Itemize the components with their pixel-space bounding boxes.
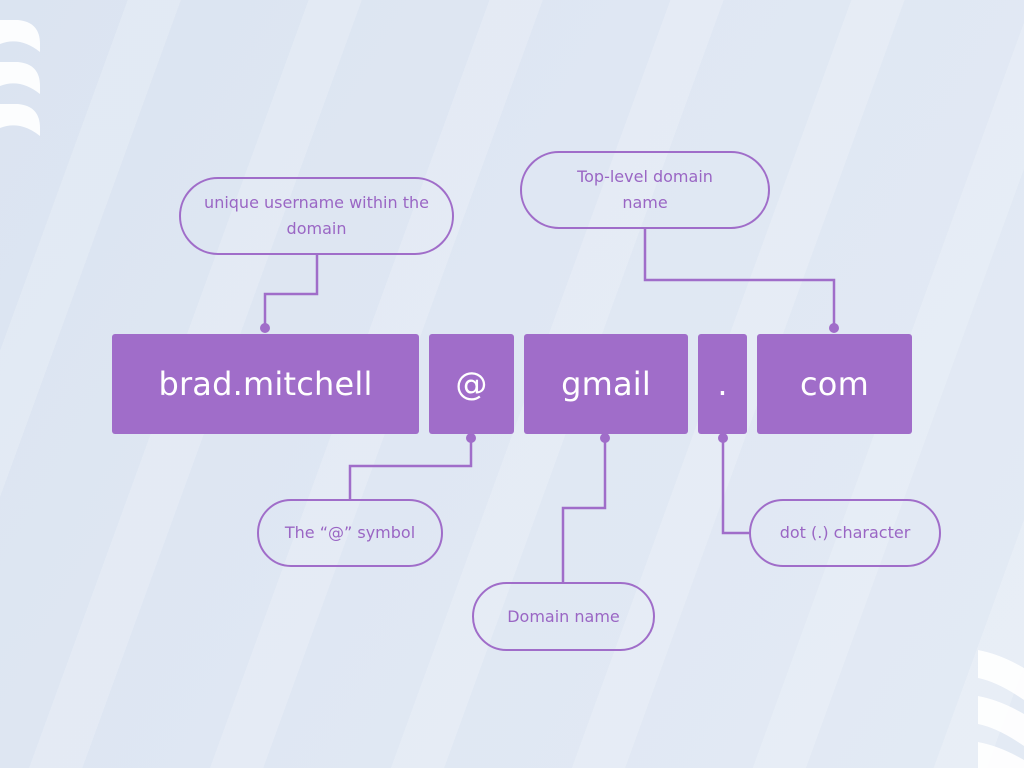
callout-at: The “@” symbol	[257, 499, 443, 567]
email-segment-domain: gmail	[524, 334, 688, 434]
connector-domain	[561, 439, 607, 583]
email-segment-tld: com	[757, 334, 912, 434]
connector-tld	[643, 228, 836, 327]
callout-tld: Top-level domain name	[520, 151, 770, 229]
corner-decoration-bottom-right	[978, 650, 1024, 768]
callout-username: unique username within the domain	[179, 177, 454, 255]
connector-dot-tld	[829, 323, 839, 333]
connector-dot-at	[466, 433, 476, 443]
email-segment-at: @	[429, 334, 514, 434]
callout-domain: Domain name	[472, 582, 655, 651]
email-segment-dot: .	[698, 334, 747, 434]
connector-at	[348, 439, 473, 500]
callout-dot: dot (.) character	[749, 499, 941, 567]
email-segment-username: brad.mitchell	[112, 334, 419, 434]
corner-decoration-top-left	[0, 20, 40, 136]
connector-dot-domain	[600, 433, 610, 443]
connector-dot	[721, 439, 750, 535]
connector-username	[263, 254, 319, 327]
connector-dot-username	[260, 323, 270, 333]
connector-dot-dot	[718, 433, 728, 443]
